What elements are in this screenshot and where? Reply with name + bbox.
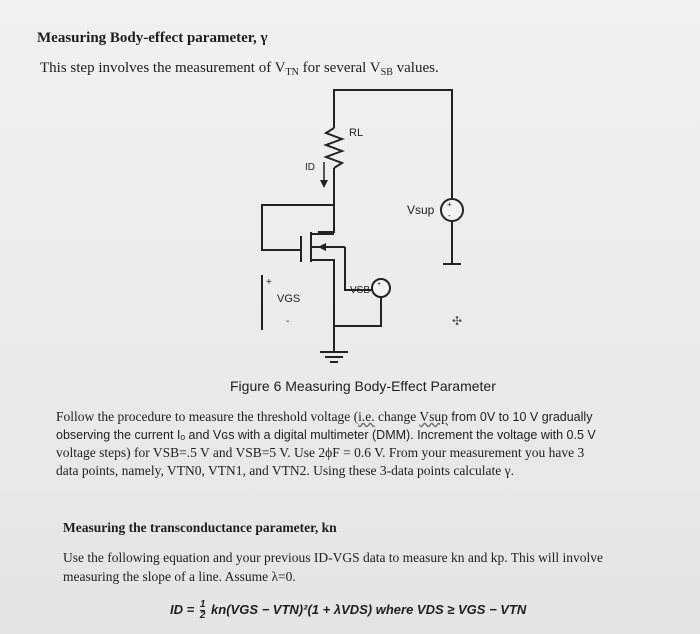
transconductance-paragraph: Use the following equation and your prev… bbox=[63, 548, 678, 586]
equation-frac-den: 2 bbox=[199, 610, 206, 621]
procedure-line-3: voltage steps) for VSB=.5 V and VSB=5 V.… bbox=[56, 445, 585, 460]
intro-sub-tn: TN bbox=[285, 67, 299, 78]
procedure-paragraph: Follow the procedure to measure the thre… bbox=[56, 408, 676, 480]
figure-caption: Figure 6 Measuring Body-Effect Parameter bbox=[230, 378, 496, 394]
wire-gate-loop bbox=[261, 204, 335, 251]
resistor-rl bbox=[323, 127, 345, 169]
intro-text: This step involves the measurement of VT… bbox=[40, 60, 439, 78]
section-title-body-effect: Measuring Body-effect parameter, γ bbox=[37, 30, 268, 46]
equation-frac-num: 1 bbox=[199, 599, 206, 611]
equation-lhs: ID = bbox=[170, 601, 195, 617]
label-vsup: Vsup bbox=[407, 203, 435, 217]
procedure-line-1: Follow the procedure to measure the thre… bbox=[56, 408, 676, 426]
intro-mid: for several V bbox=[298, 60, 381, 76]
equation-fraction: 1 2 bbox=[199, 599, 206, 621]
svg-text:+: + bbox=[377, 281, 381, 288]
mosfet-source bbox=[311, 259, 335, 326]
label-vsb: VSB bbox=[350, 285, 370, 296]
label-vgs: VGS bbox=[277, 293, 300, 305]
wire-top bbox=[333, 89, 453, 198]
vsup-source-icon bbox=[440, 198, 464, 222]
vsb-source-icon bbox=[371, 278, 391, 298]
equation-rhs: kn(VGS − VTN)²(1 + λVDS) where VDS ≥ VGS… bbox=[211, 601, 527, 617]
section-title-transconductance: Measuring the transconductance parameter… bbox=[63, 520, 337, 535]
procedure-l1a: Follow the procedure to measure the thre… bbox=[56, 409, 359, 424]
id-equation: ID = 1 2 kn(VGS − VTN)²(1 + λVDS) where … bbox=[170, 600, 526, 621]
intro-prefix: This step involves the measurement of V bbox=[40, 60, 286, 76]
svg-text:-: - bbox=[448, 211, 451, 220]
procedure-line-2: observing the current Iₒ and Vɢs with a … bbox=[56, 428, 596, 442]
procedure-l1c: change bbox=[374, 409, 420, 424]
transconductance-line-2: measuring the slope of a line. Assume λ=… bbox=[63, 569, 296, 584]
transconductance-line-1: Use the following equation and your prev… bbox=[63, 550, 604, 565]
wire-vsb bbox=[344, 247, 381, 291]
intro-suffix: values. bbox=[392, 60, 439, 76]
wire-vsb-return bbox=[334, 298, 382, 327]
label-vgs-minus: - bbox=[286, 316, 289, 327]
mosfet-arrow-icon bbox=[318, 243, 326, 251]
svg-text:+: + bbox=[447, 200, 452, 209]
sparkle-icon: ✣ bbox=[452, 314, 462, 328]
procedure-line-4: data points, namely, VTN0, VTN1, and VTN… bbox=[56, 463, 514, 478]
label-rl: RL bbox=[349, 127, 363, 139]
label-id: ID bbox=[305, 162, 315, 173]
wire-drain bbox=[318, 168, 335, 233]
ground-icon-main bbox=[320, 351, 348, 363]
procedure-vsup: Vsup bbox=[419, 409, 448, 424]
procedure-ie: i.e. bbox=[358, 409, 375, 424]
circuit-diagram: + - + ✣ RL ID Vsup VSB VGS + - bbox=[261, 89, 464, 363]
current-arrow-head-icon bbox=[320, 180, 328, 188]
label-vgs-plus: + bbox=[266, 277, 272, 288]
intro-sub-sb: SB bbox=[380, 67, 393, 78]
procedure-l1e: from 0V to 10 V gradually bbox=[447, 410, 593, 424]
